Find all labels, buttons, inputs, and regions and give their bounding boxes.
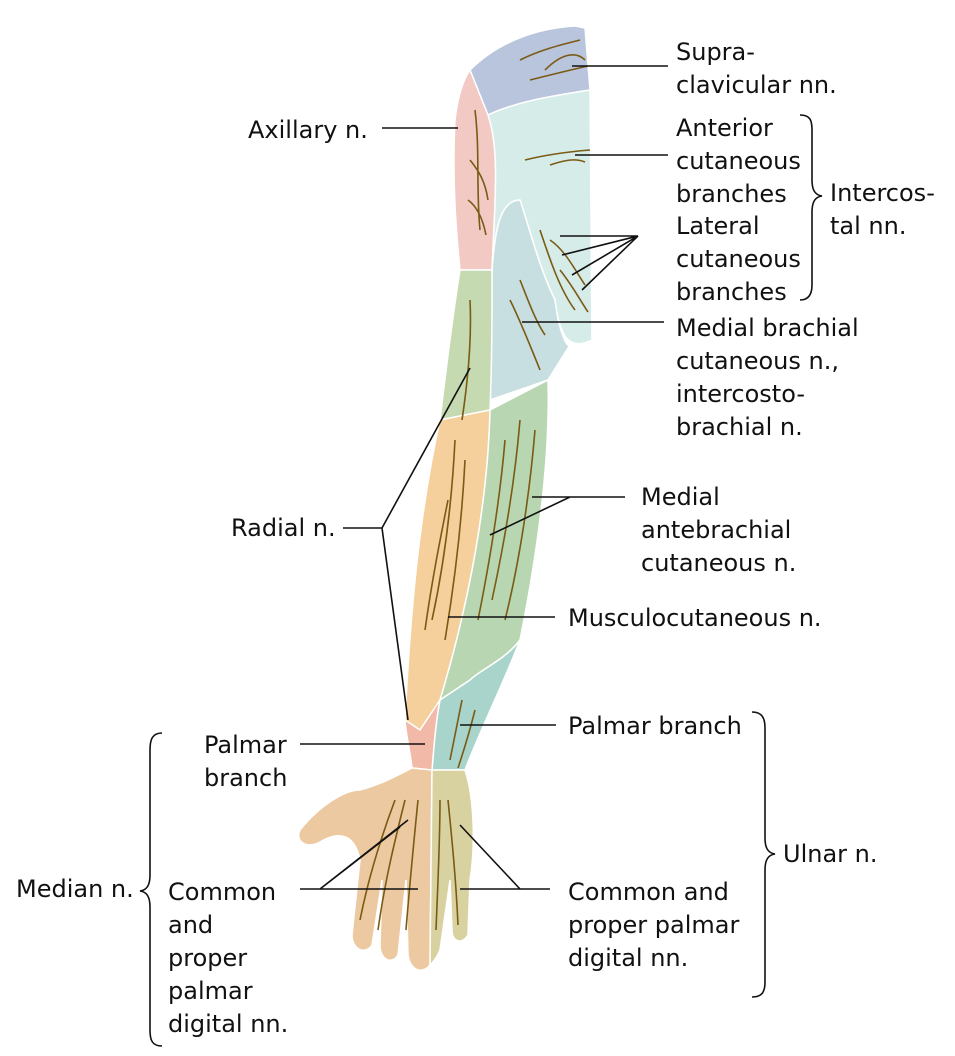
region-radial-arm — [440, 270, 492, 420]
label-medial-antebrachial: Medial antebrachial cutaneous n. — [641, 481, 796, 580]
label-digital-ulnar: Common and proper palmar digital nn. — [568, 876, 739, 975]
label-supraclavicular: Supra- clavicular nn. — [676, 36, 837, 102]
brace-intercostal — [800, 115, 822, 300]
brace-ulnar — [752, 712, 775, 997]
label-median: Median n. — [16, 873, 134, 906]
region-hand-ulnar — [430, 770, 473, 965]
label-axillary: Axillary n. — [248, 114, 368, 147]
label-anterior-cutaneous: Anterior cutaneous branches — [676, 112, 801, 211]
label-musculocutaneous: Musculocutaneous n. — [568, 602, 822, 635]
label-ulnar: Ulnar n. — [783, 838, 878, 871]
label-digital-median: Common and proper palmar digital nn. — [168, 876, 288, 1041]
label-lateral-cutaneous: Lateral cutaneous branches — [676, 210, 801, 309]
brace-median — [140, 733, 162, 1046]
label-intercostal: Intercos- tal nn. — [830, 177, 935, 243]
label-medial-brachial: Medial brachial cutaneous n., intercosto… — [676, 312, 859, 444]
label-palmar-branch-median: Palmar branch — [204, 729, 287, 795]
label-palmar-branch-ulnar: Palmar branch — [568, 710, 742, 743]
label-radial: Radial n. — [231, 512, 336, 545]
